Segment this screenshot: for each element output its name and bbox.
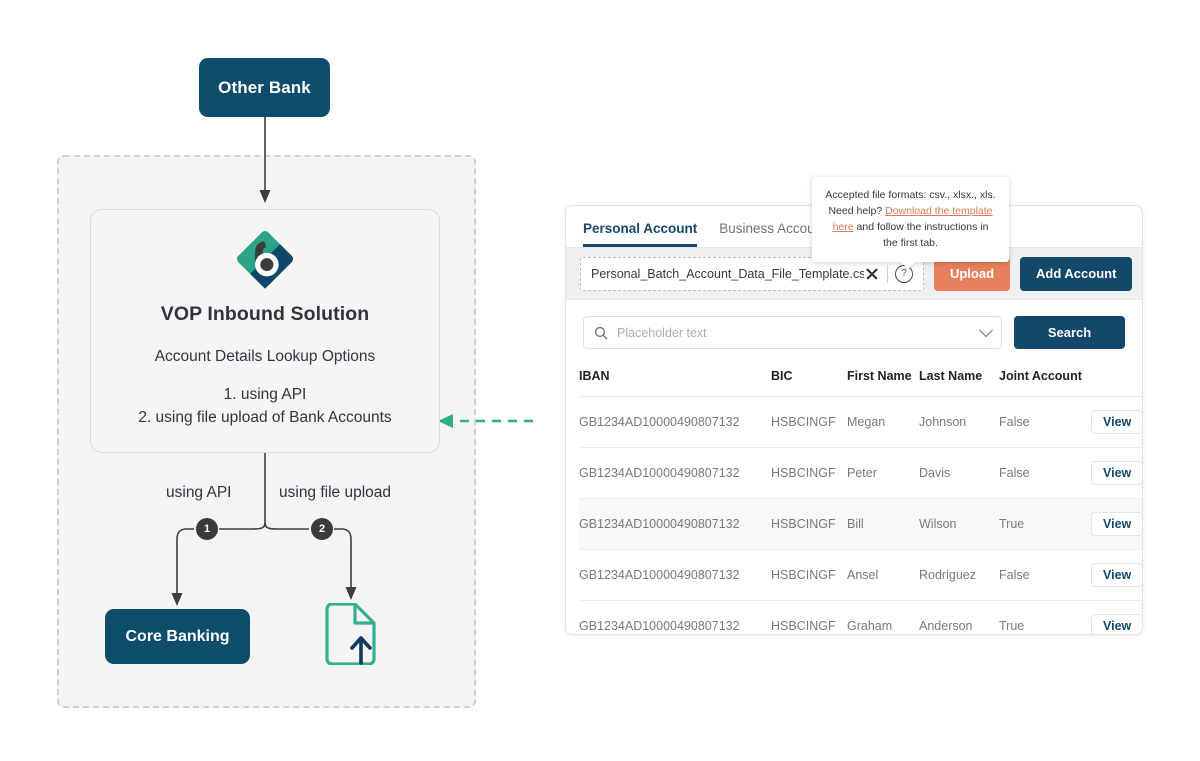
- tooltip-line-1: Accepted file formats: csv., xlsx., xls.: [825, 189, 996, 201]
- node-core-banking-label: Core Banking: [125, 627, 230, 645]
- cell-first-name: Peter: [847, 447, 919, 499]
- edge-label-using-file-upload: using file upload: [279, 484, 392, 501]
- view-button[interactable]: View: [1091, 512, 1142, 536]
- search-button[interactable]: Search: [1014, 316, 1125, 349]
- cell-last-name: Anderson: [919, 600, 999, 634]
- cell-bic: HSBCINGF: [771, 498, 847, 550]
- tooltip-line-2-suffix: and follow the instructions in the first…: [853, 221, 989, 249]
- tab-business-account[interactable]: Business Account: [719, 221, 826, 236]
- tooltip-line-2-prefix: Need help?: [828, 205, 886, 217]
- cell-iban: GB1234AD10000490807132: [579, 396, 771, 448]
- account-management-panel: Personal Account Business Account Person…: [565, 205, 1143, 635]
- solution-subtitle: Account Details Lookup Options: [154, 348, 376, 365]
- brand-logo-icon: [236, 230, 294, 289]
- file-upload-icon: [325, 603, 376, 665]
- view-button[interactable]: View: [1091, 563, 1142, 587]
- tab-personal-account[interactable]: Personal Account: [583, 221, 698, 247]
- node-core-banking: Core Banking: [105, 609, 250, 664]
- cell-last-name: Wilson: [919, 498, 999, 550]
- diagram-connectors: [171, 117, 540, 606]
- cell-joint-account: True: [999, 498, 1091, 550]
- solution-option-2: 2. using file upload of Bank Accounts: [138, 409, 392, 426]
- cell-actions: View: [1091, 549, 1142, 601]
- search-input[interactable]: Placeholder text: [583, 316, 1002, 349]
- cell-first-name: Ansel: [847, 549, 919, 601]
- cell-first-name: Bill: [847, 498, 919, 550]
- solution-title: VOP Inbound Solution: [160, 303, 370, 325]
- selected-file-name: Personal_Batch_Account_Data_File_Templat…: [591, 266, 864, 281]
- step-badge-1: 1: [196, 518, 218, 540]
- cell-bic: HSBCINGF: [771, 447, 847, 499]
- vop-inbound-diagram: Other Bank VOP Inbound Solution: [0, 0, 540, 761]
- cell-joint-account: False: [999, 396, 1091, 448]
- chevron-down-icon[interactable]: [978, 322, 994, 337]
- field-divider: [887, 264, 888, 283]
- vop-inbound-solution-card: VOP Inbound Solution Account Details Loo…: [90, 209, 440, 453]
- cell-bic: HSBCINGF: [771, 600, 847, 634]
- column-header-joint-account: Joint Account: [999, 363, 1091, 397]
- cell-joint-account: False: [999, 447, 1091, 499]
- solution-option-1: 1. using API: [223, 386, 307, 403]
- cell-last-name: Johnson: [919, 396, 999, 448]
- account-type-tabs: Personal Account Business Account: [566, 206, 1142, 247]
- cell-bic: HSBCINGF: [771, 396, 847, 448]
- upload-button[interactable]: Upload: [934, 256, 1010, 291]
- node-other-bank: Other Bank: [199, 58, 330, 117]
- cell-last-name: Davis: [919, 447, 999, 499]
- view-button[interactable]: View: [1091, 614, 1142, 634]
- cell-iban: GB1234AD10000490807132: [579, 498, 771, 550]
- cell-joint-account: True: [999, 600, 1091, 634]
- cell-iban: GB1234AD10000490807132: [579, 600, 771, 634]
- cell-last-name: Rodriguez: [919, 549, 999, 601]
- cell-actions: View: [1091, 396, 1142, 448]
- step-badge-2: 2: [311, 518, 333, 540]
- file-input-field[interactable]: Personal_Batch_Account_Data_File_Templat…: [580, 256, 924, 291]
- view-button[interactable]: View: [1091, 410, 1142, 434]
- column-header-actions: [1091, 363, 1142, 397]
- edge-label-using-api: using API: [166, 484, 232, 501]
- search-placeholder-text: Placeholder text: [617, 325, 707, 340]
- download-template-link[interactable]: Download the template here: [832, 205, 993, 233]
- search-icon: [594, 326, 608, 339]
- cell-joint-account: False: [999, 549, 1091, 601]
- cell-bic: HSBCINGF: [771, 549, 847, 601]
- file-format-tooltip: Accepted file formats: csv., xlsx., xls.…: [812, 177, 1009, 262]
- cell-first-name: Megan: [847, 396, 919, 448]
- column-header-last-name: Last Name: [919, 363, 999, 397]
- table-header-row: IBAN BIC First Name Last Name Joint Acco…: [579, 363, 1142, 397]
- column-header-iban: IBAN: [579, 363, 771, 397]
- cell-iban: GB1234AD10000490807132: [579, 447, 771, 499]
- cell-actions: View: [1091, 498, 1142, 550]
- cell-actions: View: [1091, 447, 1142, 499]
- cell-actions: View: [1091, 600, 1142, 634]
- search-toolbar: Placeholder text Search: [566, 300, 1142, 363]
- column-header-first-name: First Name: [847, 363, 919, 397]
- column-header-bic: BIC: [771, 363, 847, 397]
- cell-iban: GB1234AD10000490807132: [579, 549, 771, 601]
- cell-first-name: Graham: [847, 600, 919, 634]
- add-account-button[interactable]: Add Account: [1020, 256, 1133, 291]
- node-other-bank-label: Other Bank: [218, 77, 311, 97]
- close-icon[interactable]: [864, 266, 880, 282]
- view-button[interactable]: View: [1091, 461, 1142, 485]
- accounts-table: IBAN BIC First Name Last Name Joint Acco…: [579, 363, 1142, 634]
